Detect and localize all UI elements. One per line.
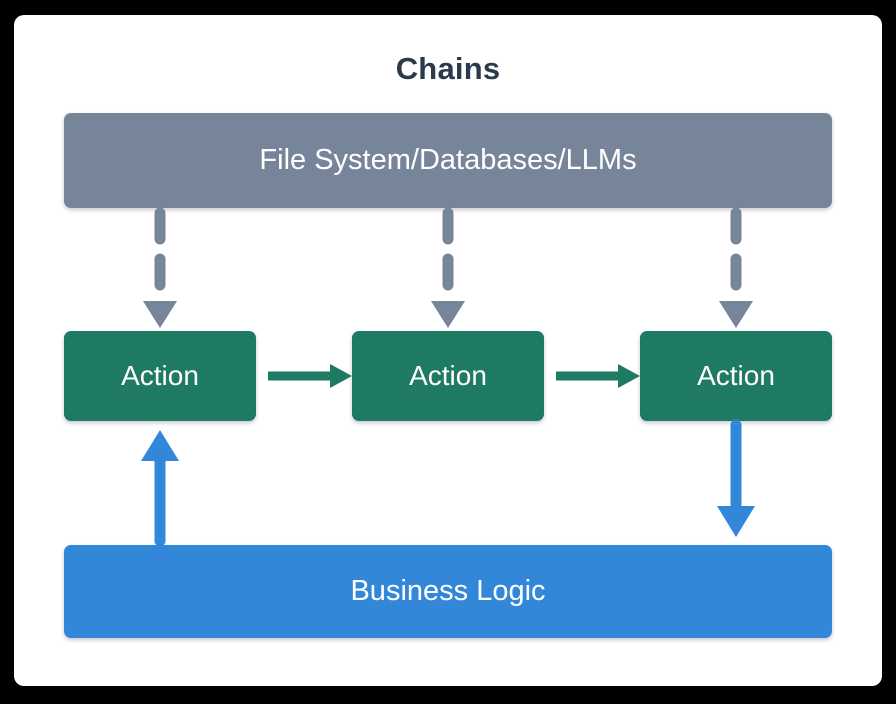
connector-resource-to-action-2 — [431, 207, 465, 328]
connector-resource-to-action-3 — [719, 207, 753, 328]
node-resource-layer: File System/Databases/LLMs — [64, 113, 832, 208]
node-business-logic-label: Business Logic — [350, 575, 546, 607]
node-business-logic: Business Logic — [64, 545, 832, 638]
node-action-3: Action — [640, 331, 832, 421]
connector-resource-to-action-1 — [143, 207, 177, 328]
node-action-2: Action — [352, 331, 544, 421]
connector-action-3-to-business-logic — [717, 419, 755, 537]
connector-business-logic-to-action-1 — [141, 430, 179, 547]
node-action-2-label: Action — [409, 360, 487, 391]
node-action-3-label: Action — [697, 360, 775, 391]
page-title: Chains — [395, 51, 501, 86]
node-action-1: Action — [64, 331, 256, 421]
diagram-card: Chains File System/Databases/LLMs Action… — [14, 15, 882, 686]
chains-diagram: Chains File System/Databases/LLMs Action… — [14, 15, 882, 686]
node-action-1-label: Action — [121, 360, 199, 391]
node-resource-layer-label: File System/Databases/LLMs — [259, 144, 637, 176]
connector-action-2-to-action-3 — [556, 364, 640, 388]
connector-action-1-to-action-2 — [268, 364, 352, 388]
